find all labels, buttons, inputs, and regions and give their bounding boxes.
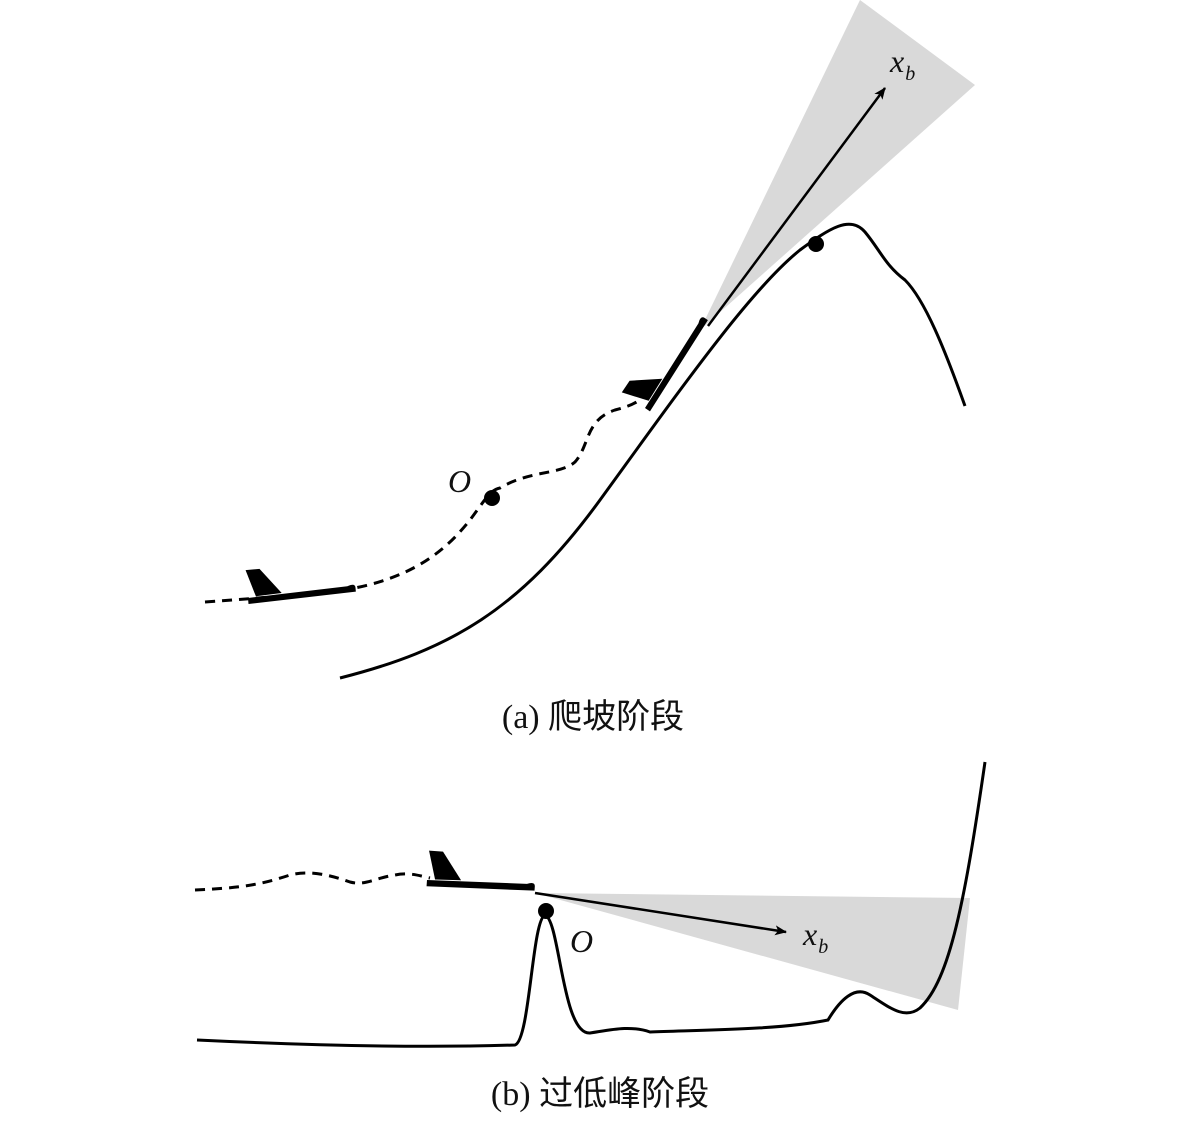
origin-point-b — [538, 903, 554, 919]
terrain-point-a — [808, 236, 824, 252]
aircraft-icon — [426, 850, 537, 894]
aircraft-icon — [245, 560, 357, 604]
axis-arrow-b — [534, 891, 787, 936]
flight-path-b — [194, 871, 431, 892]
sensor-cone-b — [535, 893, 970, 1010]
terrain-b — [196, 761, 987, 1048]
axis-label-a: xb — [889, 43, 915, 85]
terrain-a — [339, 222, 967, 680]
origin-label-a: O — [448, 463, 471, 499]
axis-arrow-a — [706, 87, 887, 327]
panel-a: O xb (a) 爬坡阶段 — [204, 0, 975, 736]
aircraft-icon — [621, 302, 711, 412]
caption-b: (b) 过低峰阶段 — [491, 1075, 709, 1113]
flight-path-a — [204, 393, 647, 604]
sensor-cone-a — [700, 0, 975, 330]
axis-label-b: xb — [802, 916, 828, 958]
caption-a: (a) 爬坡阶段 — [502, 698, 684, 736]
origin-label-b: O — [570, 923, 593, 959]
panel-b: O xb (b) 过低峰阶段 — [194, 761, 987, 1113]
origin-point-a — [484, 490, 500, 506]
